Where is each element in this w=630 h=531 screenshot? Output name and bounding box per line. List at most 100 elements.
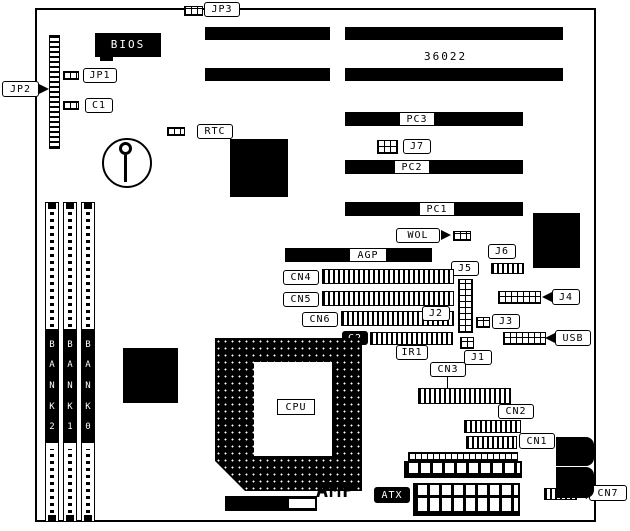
- jp2-pointer: [39, 84, 49, 94]
- atx-label: ATX: [374, 487, 410, 503]
- bank-letter: B: [85, 339, 91, 350]
- audio-header: [404, 461, 522, 478]
- rtc-chip: [230, 139, 288, 197]
- memory-bank-slot-2: B A N K 2: [45, 202, 59, 522]
- bank-letter: B: [67, 339, 73, 350]
- bank-letter: A: [67, 360, 73, 371]
- bank-cap: [66, 515, 74, 521]
- cn1-label: CN1: [519, 433, 555, 449]
- pc2-label: PC2: [394, 160, 430, 174]
- cn1-connector: [466, 436, 517, 449]
- bank-pins: [50, 449, 54, 513]
- bios-chip: BIOS: [95, 33, 161, 57]
- usb-connector: [503, 332, 546, 345]
- bank-pins: [68, 211, 72, 327]
- amr-slot-key: [289, 499, 315, 508]
- wol-label: WOL: [396, 228, 440, 243]
- pc3-label: PC3: [399, 112, 435, 126]
- mouse-connector: [556, 467, 594, 498]
- bank-cap: [84, 515, 92, 521]
- j7-label: J7: [403, 139, 431, 154]
- bank-letter: 2: [49, 422, 55, 433]
- memory-bank-slot-0: B A N K 0: [81, 202, 95, 522]
- jp1-connector: [63, 71, 79, 80]
- bank-letter: 0: [85, 422, 91, 433]
- bank-letter: B: [49, 339, 55, 350]
- j5-connector: [458, 279, 473, 333]
- j3-connector: [476, 317, 490, 328]
- j4-label: J4: [552, 289, 580, 305]
- battery-key-stem: [124, 155, 127, 182]
- bank-letter: N: [49, 380, 55, 391]
- bank-letter: A: [85, 360, 91, 371]
- isa-slot-bar: [345, 27, 563, 40]
- memory-bank-slot-1: B A N K 1: [63, 202, 77, 522]
- battery: [102, 138, 152, 188]
- io-chip: [533, 213, 580, 268]
- jp1-label: JP1: [83, 68, 117, 83]
- bank-pins: [68, 449, 72, 513]
- j3-label: J3: [492, 314, 520, 329]
- cn7-label: CN7: [589, 485, 627, 501]
- bank-letter: N: [85, 380, 91, 391]
- bank-letter: A: [49, 360, 55, 371]
- cn2-connector: [464, 420, 521, 433]
- keyboard-connector: [556, 437, 594, 466]
- cpu-socket-corner-cut: [215, 461, 245, 491]
- c1-connector: [63, 101, 79, 110]
- isa-slot-bar: [345, 68, 563, 81]
- cn5-connector: [322, 291, 454, 306]
- isa-slot-bar: [205, 68, 330, 81]
- j6-label: J6: [488, 244, 516, 259]
- bank-pins: [86, 449, 90, 513]
- j1-connector: [460, 337, 474, 349]
- left-edge-connector: [49, 35, 60, 149]
- cn2-label: CN2: [498, 404, 534, 419]
- ir1-label: IR1: [396, 345, 428, 360]
- chipset-chip: [123, 348, 178, 403]
- bank-letter: N: [67, 380, 73, 391]
- isa-slot-bar: [205, 27, 330, 40]
- bank-letter: K: [49, 401, 55, 412]
- c1-label: C1: [85, 98, 113, 113]
- bank-letter: K: [67, 401, 73, 412]
- battery-key-ring: [119, 142, 132, 155]
- bank-cap: [66, 203, 74, 209]
- bank-1-letters: B A N K 1: [64, 329, 76, 443]
- j6-connector: [491, 263, 524, 274]
- bank-letter: K: [85, 401, 91, 412]
- ir1-connector: [370, 332, 453, 345]
- bank-2-letters: B A N K 2: [46, 329, 58, 443]
- bank-letter: 1: [67, 422, 73, 433]
- cpu-label: CPU: [277, 399, 315, 415]
- cn3-connector: [418, 388, 511, 404]
- amp-label: AMP: [316, 478, 356, 502]
- cn3-lead-line: [447, 377, 448, 388]
- usb-pointer: [545, 333, 555, 343]
- cn4-label: CN4: [283, 270, 319, 285]
- bank-cap: [48, 515, 56, 521]
- pc1-label: PC1: [419, 202, 455, 216]
- cn5-label: CN5: [283, 292, 319, 307]
- j4-connector: [498, 291, 541, 304]
- bank-pins: [50, 211, 54, 327]
- board-part-number: 36022: [424, 50, 468, 63]
- bank-0-letters: B A N K 0: [82, 329, 94, 443]
- wol-connector: [453, 231, 471, 241]
- j5-label: J5: [451, 261, 479, 276]
- bank-cap: [84, 203, 92, 209]
- agp-label: AGP: [349, 248, 387, 262]
- cn6-label: CN6: [302, 312, 338, 327]
- jp3-label: JP3: [204, 2, 240, 17]
- cn3-label: CN3: [430, 362, 466, 377]
- audio-header-pins: [408, 452, 518, 461]
- pci-slot-2: [345, 160, 523, 174]
- jp3-connector: [184, 6, 203, 16]
- rtc-connector: [167, 127, 185, 136]
- jp2-label: JP2: [2, 81, 39, 97]
- j7-connector: [377, 140, 398, 154]
- j1-label: J1: [464, 350, 492, 365]
- atx-power-connector: [413, 483, 520, 516]
- board-outline: [35, 8, 596, 522]
